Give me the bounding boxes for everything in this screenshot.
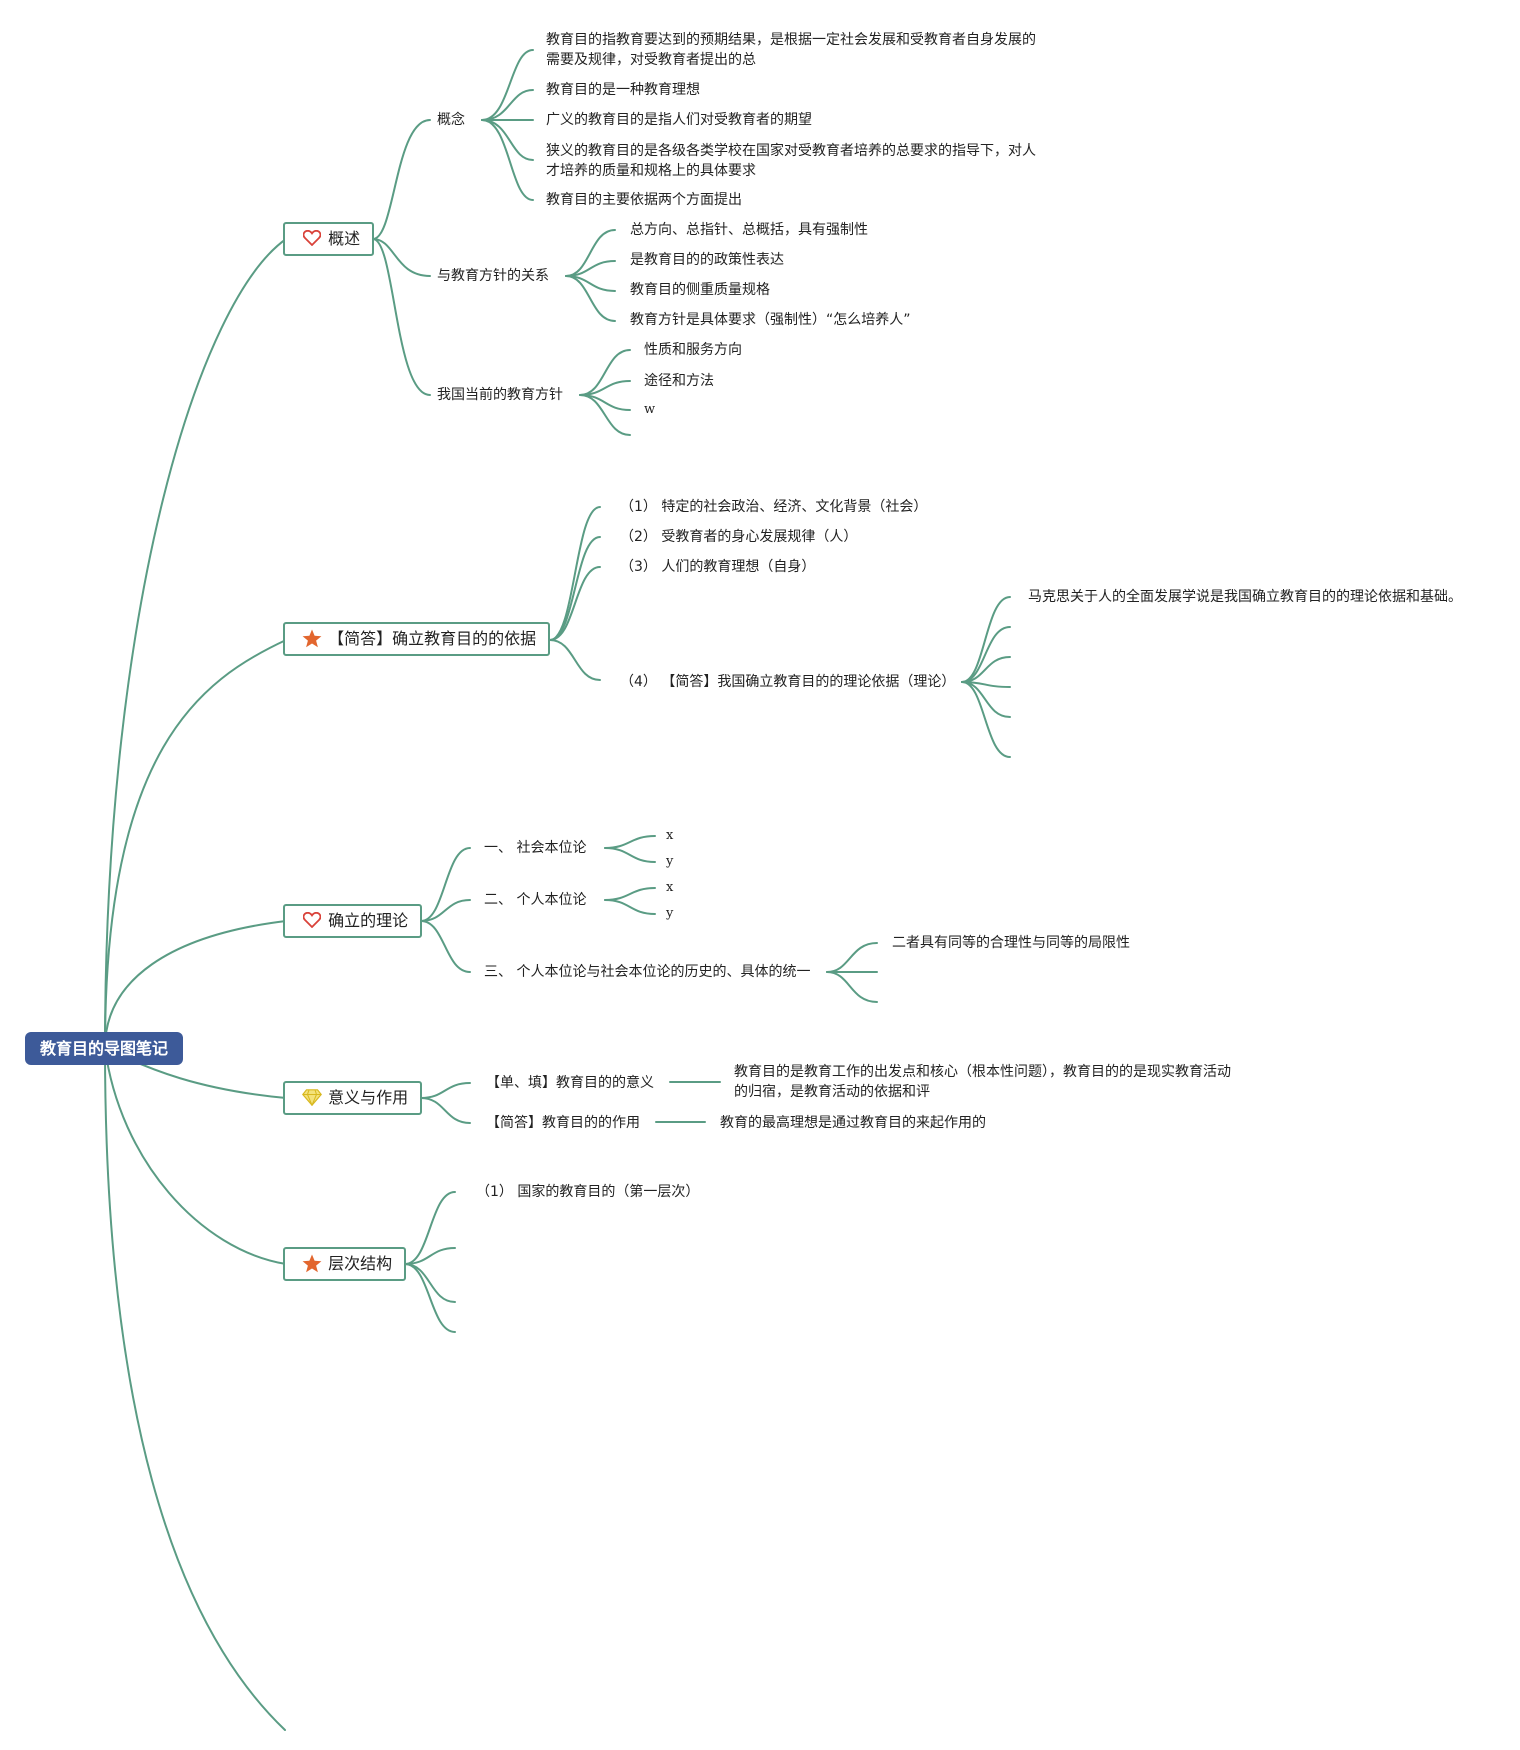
theory-basis-node[interactable]: （4） 【简答】我国确立教育目的的理论依据（理论） — [620, 674, 956, 690]
relation-item[interactable]: 教育方针是具体要求（强制性）“怎么培养人” — [630, 312, 911, 328]
concept-item[interactable]: 狭义的教育目的是各级各类学校在国家对受教育者培养的总要求的指导下，对人才培养的质… — [546, 143, 1036, 179]
policy-item[interactable]: w — [644, 402, 656, 417]
link-root-basis — [104, 639, 287, 1049]
basis-item[interactable]: （3） 人们的教育理想（自身） — [620, 559, 816, 575]
levels-item[interactable]: （1） 国家的教育目的（第一层次） — [476, 1184, 700, 1200]
unity-theory-node[interactable]: 三、 个人本位论与社会本位论的历史的、具体的统一 — [484, 964, 811, 980]
concept-item[interactable]: 广义的教育目的是指人们对受教育者的期望 — [546, 112, 812, 128]
policy-item[interactable]: 性质和服务方向 — [644, 342, 742, 358]
heart-icon — [301, 224, 323, 254]
star-icon — [301, 1249, 323, 1279]
root-topic[interactable]: 教育目的导图笔记 — [25, 1032, 183, 1065]
unity-theory-item[interactable]: 二者具有同等的合理性与同等的局限性 — [892, 935, 1130, 951]
link-root-overview — [104, 238, 287, 1049]
policy-item[interactable]: 途径和方法 — [644, 373, 714, 389]
function-node[interactable]: 【简答】教育目的的作用 — [486, 1115, 640, 1131]
relation-node[interactable]: 与教育方针的关系 — [437, 268, 549, 284]
heart-icon — [301, 906, 323, 936]
social-theory-node[interactable]: 一、 社会本位论 — [484, 840, 587, 856]
function-detail[interactable]: 教育的最高理想是通过教育目的来起作用的 — [720, 1115, 986, 1131]
topic-meaning[interactable]: 意义与作用 — [283, 1081, 423, 1115]
theory-basis-item[interactable]: 马克思关于人的全面发展学说是我国确立教育目的的理论依据和基础。 — [1028, 589, 1462, 605]
topic-meaning-label: 意义与作用 — [328, 1088, 409, 1107]
concept-item[interactable]: 教育目的是一种教育理想 — [546, 82, 700, 98]
relation-item[interactable]: 总方向、总指针、总概括，具有强制性 — [630, 222, 868, 238]
policy-node[interactable]: 我国当前的教育方针 — [437, 387, 563, 403]
significance-detail[interactable]: 教育目的是教育工作的出发点和核心（根本性问题），教育目的的是现实教育活动的归宿，… — [734, 1064, 1231, 1100]
personal-theory-item[interactable]: y — [666, 906, 674, 921]
basis-item[interactable]: （1） 特定的社会政治、经济、文化背景（社会） — [620, 499, 928, 515]
link-root-theories — [104, 920, 287, 1049]
topic-basis-label: 【简答】确立教育目的的依据 — [328, 629, 537, 648]
topic-overview[interactable]: 概述 — [283, 222, 375, 256]
topic-overview-label: 概述 — [328, 229, 361, 248]
topic-levels-label: 层次结构 — [328, 1254, 393, 1273]
concept-item[interactable]: 教育目的指教育要达到的预期结果，是根据一定社会发展和受教育者自身发展的需要及规律… — [546, 32, 1036, 68]
concept-item[interactable]: 教育目的主要依据两个方面提出 — [546, 192, 742, 208]
diamond-icon — [301, 1083, 323, 1113]
social-theory-item[interactable]: x — [666, 828, 674, 843]
personal-theory-item[interactable]: x — [666, 880, 674, 895]
link-root-levels — [104, 1047, 287, 1265]
topic-levels[interactable]: 层次结构 — [283, 1247, 407, 1281]
personal-theory-node[interactable]: 二、 个人本位论 — [484, 892, 587, 908]
significance-node[interactable]: 【单、填】教育目的的意义 — [486, 1075, 654, 1091]
link-root-extra — [104, 1047, 286, 1731]
topic-basis[interactable]: 【简答】确立教育目的的依据 — [283, 622, 551, 656]
relation-item[interactable]: 是教育目的的政策性表达 — [630, 252, 784, 268]
concept-node[interactable]: 概念 — [437, 112, 465, 128]
basis-item[interactable]: （2） 受教育者的身心发展规律（人） — [620, 529, 858, 545]
star-icon — [301, 624, 323, 654]
topic-theories-label: 确立的理论 — [328, 911, 409, 930]
social-theory-item[interactable]: y — [666, 854, 674, 869]
topic-theories[interactable]: 确立的理论 — [283, 904, 423, 938]
relation-item[interactable]: 教育目的侧重质量规格 — [630, 282, 770, 298]
